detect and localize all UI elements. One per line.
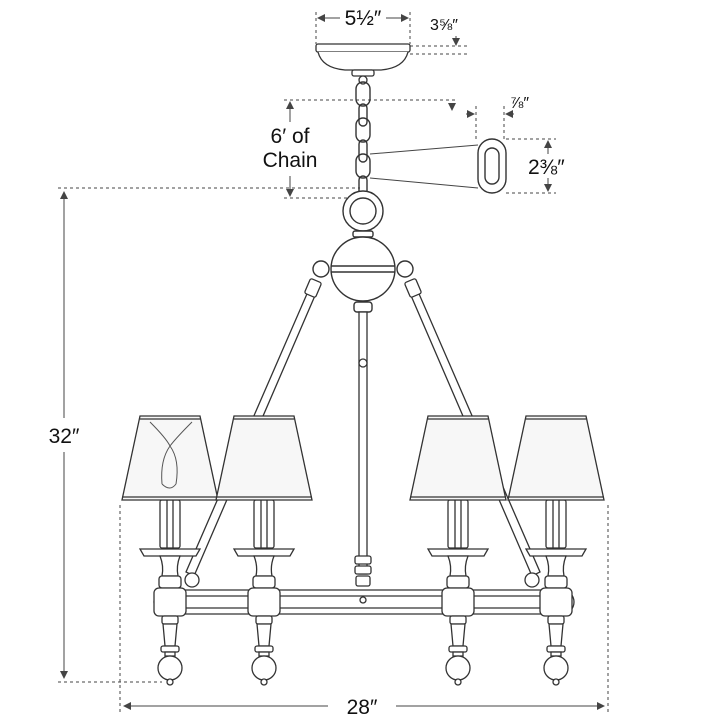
lamp-shade-1 (121, 415, 219, 501)
ring-junction (441, 587, 475, 617)
finial-ball (251, 655, 277, 681)
shade-body (215, 415, 313, 501)
candle-sleeve (545, 499, 567, 549)
canopy-width-label: 5½″ (345, 7, 382, 30)
ring-junction (247, 587, 281, 617)
candle-sleeve (447, 499, 469, 549)
candle-arm-4 (524, 499, 588, 686)
lamp-shade-3 (409, 415, 507, 501)
canopy-height-label: 3⅝″ (430, 17, 458, 34)
link-height-label: 2⅜″ (528, 156, 565, 179)
lamp-shades (121, 415, 605, 501)
shade-tie-detail (149, 421, 193, 489)
candle-arm-2 (232, 499, 296, 686)
shade-body (409, 415, 507, 501)
lower-column (548, 623, 564, 647)
cup-stem (159, 555, 181, 577)
ring-junction (153, 587, 187, 617)
lower-column (450, 623, 466, 647)
finial-ball (543, 655, 569, 681)
cup-stem (545, 555, 567, 577)
lamp-shade-4 (507, 415, 605, 501)
dimension-lines (58, 12, 609, 712)
fixture-height-label: 32″ (49, 425, 80, 448)
bobeche (232, 548, 296, 557)
chain-label-line2: Chain (263, 149, 318, 172)
fixture-width-label: 28″ (347, 696, 378, 719)
bobeche (138, 548, 202, 557)
ring-junction (539, 587, 573, 617)
lower-column (162, 623, 178, 647)
shade-body (507, 415, 605, 501)
candle-arm-3 (426, 499, 490, 686)
chain-link-detail (477, 138, 507, 194)
lamp-shade-2 (215, 415, 313, 501)
candle-arms (138, 499, 588, 686)
chain (355, 81, 371, 197)
cup-stem (447, 555, 469, 577)
bobeche (426, 548, 490, 557)
finial-ball (157, 655, 183, 681)
candle-sleeve (159, 499, 181, 549)
link-width-label: ⅞″ (510, 95, 529, 112)
cup-stem (253, 555, 275, 577)
bobeche (524, 548, 588, 557)
candle-sleeve (253, 499, 275, 549)
hanging-loop-and-ball (312, 190, 414, 313)
finial-ball (445, 655, 471, 681)
lower-column (256, 623, 272, 647)
shade-body (121, 415, 219, 501)
ceiling-canopy (315, 43, 411, 85)
candle-arm-1 (138, 499, 202, 686)
chain-label-line1: 6′ of (271, 125, 310, 148)
